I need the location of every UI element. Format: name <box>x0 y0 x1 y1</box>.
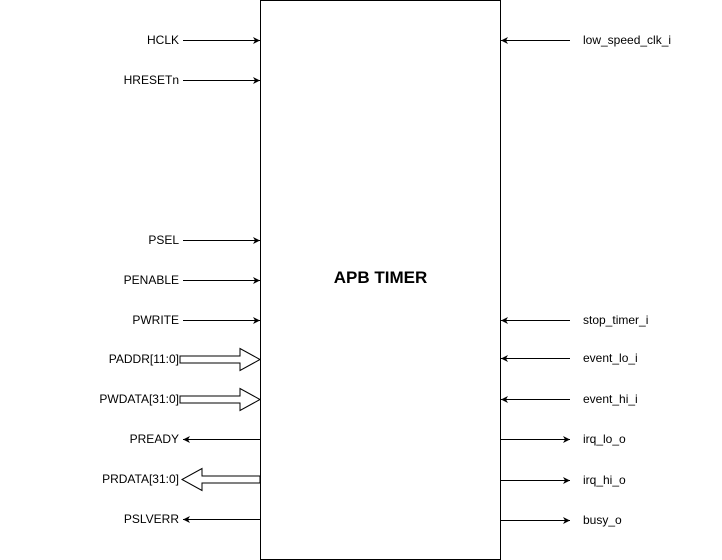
pready-arrowhead-icon <box>183 436 190 443</box>
paddr-11-0-label: PADDR[11:0] <box>108 352 179 366</box>
pwdata-31-0-label: PWDATA[31:0] <box>99 392 179 406</box>
pwrite-label: PWRITE <box>132 313 179 327</box>
event-lo-i-arrowhead-icon <box>501 355 508 362</box>
pwdata-31-0-bus-arrow <box>179 387 262 412</box>
hresetn-arrowhead-icon <box>253 77 260 84</box>
hresetn-label: HRESETn <box>123 73 179 87</box>
irq-lo-o-arrowhead-icon <box>563 436 570 443</box>
pwrite-arrowhead-icon <box>253 317 260 324</box>
low-speed-clk-i-arrowhead-icon <box>501 37 508 44</box>
event-hi-i-arrowhead-icon <box>501 396 508 403</box>
busy-o-label: busy_o <box>583 513 622 527</box>
hclk-arrowhead-icon <box>253 37 260 44</box>
pslverr-arrowhead-icon <box>183 516 190 523</box>
paddr-11-0-bus-arrow <box>179 347 262 372</box>
stop-timer-i-arrowhead-icon <box>501 317 508 324</box>
event-hi-i-label: event_hi_i <box>583 392 638 406</box>
irq-lo-o-label: irq_lo_o <box>583 432 626 446</box>
penable-label: PENABLE <box>123 273 179 287</box>
irq-hi-o-arrowhead-icon <box>563 477 570 484</box>
block-title: APB TIMER <box>333 268 428 287</box>
psel-arrowhead-icon <box>253 237 260 244</box>
prdata-31-0-bus-arrow <box>180 467 261 492</box>
hclk-label: HCLK <box>146 33 179 47</box>
busy-o-arrowhead-icon <box>563 517 570 524</box>
irq-hi-o-label: irq_hi_o <box>583 473 626 487</box>
low-speed-clk-i-label: low_speed_clk_i <box>583 33 672 47</box>
prdata-31-0-label: PRDATA[31:0] <box>102 472 179 486</box>
psel-label: PSEL <box>148 233 179 247</box>
pslverr-label: PSLVERR <box>123 512 179 526</box>
stop-timer-i-label: stop_timer_i <box>583 313 649 327</box>
penable-arrowhead-icon <box>253 277 260 284</box>
event-lo-i-label: event_lo_i <box>583 351 638 365</box>
apb-timer-block <box>260 0 501 560</box>
pready-label: PREADY <box>129 432 179 446</box>
